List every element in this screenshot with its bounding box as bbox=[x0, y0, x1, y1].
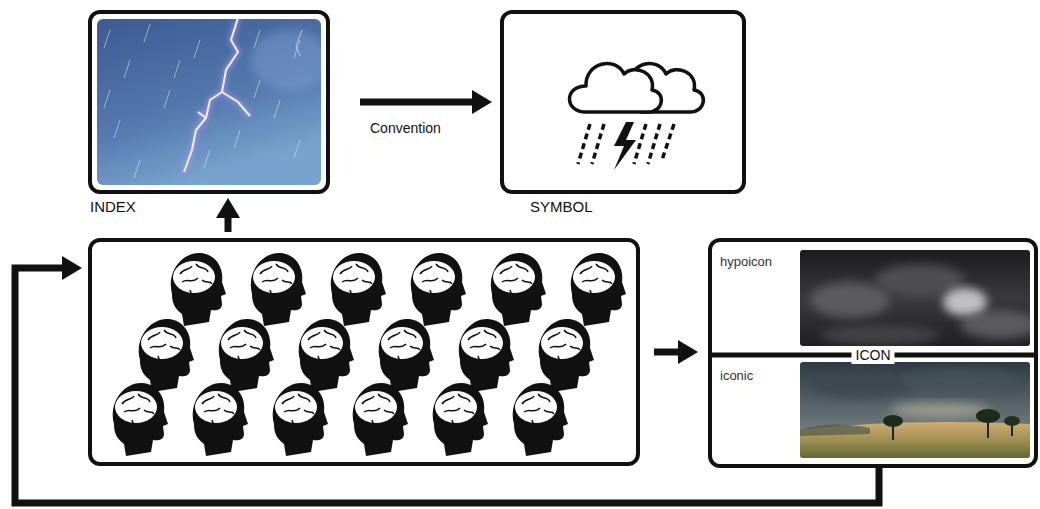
head-silhouette bbox=[113, 383, 168, 456]
head-silhouette bbox=[379, 319, 434, 392]
hypoicon-band: hypoicon bbox=[714, 246, 1032, 350]
head-silhouette bbox=[459, 319, 514, 392]
head-silhouette bbox=[219, 319, 274, 392]
dark-cloud-picture bbox=[800, 250, 1030, 346]
arrow-head bbox=[62, 256, 82, 280]
iconic-band: iconic bbox=[714, 360, 1032, 462]
node-label: hypoicon bbox=[720, 254, 772, 270]
cloud-mass bbox=[820, 325, 940, 345]
head-silhouette bbox=[539, 319, 594, 392]
node-label: ICON bbox=[852, 346, 895, 364]
head-silhouette bbox=[273, 383, 328, 456]
minds-box bbox=[88, 238, 640, 466]
flow-arrow bbox=[360, 90, 492, 114]
cloud-mass bbox=[810, 282, 890, 318]
head-silhouette bbox=[299, 319, 354, 392]
node-label: SYMBOL bbox=[530, 198, 593, 216]
arrow-shaft bbox=[654, 349, 679, 356]
lightning-photo bbox=[97, 19, 321, 185]
tree-trunks bbox=[893, 420, 1012, 440]
painted-cloud bbox=[810, 371, 910, 399]
faint-bolt bbox=[296, 30, 302, 56]
head-silhouette bbox=[171, 253, 226, 326]
lightning-bolt bbox=[184, 19, 250, 172]
bright-spot bbox=[943, 288, 987, 316]
arrow-shaft bbox=[360, 99, 473, 106]
landscape-painting bbox=[800, 362, 1030, 458]
rain-streaks bbox=[104, 24, 300, 178]
head-silhouette bbox=[491, 253, 546, 326]
front-cloud bbox=[570, 64, 662, 112]
edge-label: Convention bbox=[370, 120, 441, 137]
cloud-mass bbox=[960, 311, 1030, 339]
tree-crown bbox=[1004, 416, 1020, 426]
flow-arrow bbox=[654, 340, 698, 364]
node-label: iconic bbox=[720, 368, 753, 384]
index-box: INDEX bbox=[88, 10, 330, 194]
node-label: INDEX bbox=[90, 198, 136, 216]
arrow-head bbox=[678, 340, 698, 364]
tree-crown bbox=[976, 409, 1000, 423]
arrow-head bbox=[472, 90, 492, 114]
head-silhouette bbox=[571, 253, 626, 326]
weather-symbol bbox=[570, 64, 704, 170]
flow-arrow bbox=[216, 198, 240, 232]
head-silhouette bbox=[513, 383, 568, 456]
head-silhouette bbox=[433, 383, 488, 456]
painted-ground bbox=[800, 422, 1030, 458]
painted-light bbox=[890, 402, 990, 418]
lightning-glow bbox=[184, 19, 250, 172]
symbol-box: SYMBOL bbox=[500, 10, 746, 194]
arrow-shaft bbox=[225, 217, 232, 232]
icon-box: ICON hypoicon iconic bbox=[708, 238, 1038, 468]
head-silhouette bbox=[331, 253, 386, 326]
arrow-head bbox=[216, 198, 240, 218]
head-silhouette bbox=[193, 383, 248, 456]
sky-glow bbox=[250, 30, 321, 90]
distant-hill bbox=[800, 424, 870, 436]
tree-crown bbox=[883, 415, 903, 427]
head-silhouette bbox=[411, 253, 466, 326]
head-crowd bbox=[113, 253, 626, 456]
painted-cloud bbox=[900, 368, 1020, 392]
head-silhouette bbox=[251, 253, 306, 326]
painted-sky bbox=[800, 362, 1030, 458]
head-silhouette bbox=[353, 383, 408, 456]
bolt-mark bbox=[614, 122, 636, 170]
head-silhouette bbox=[139, 319, 194, 392]
